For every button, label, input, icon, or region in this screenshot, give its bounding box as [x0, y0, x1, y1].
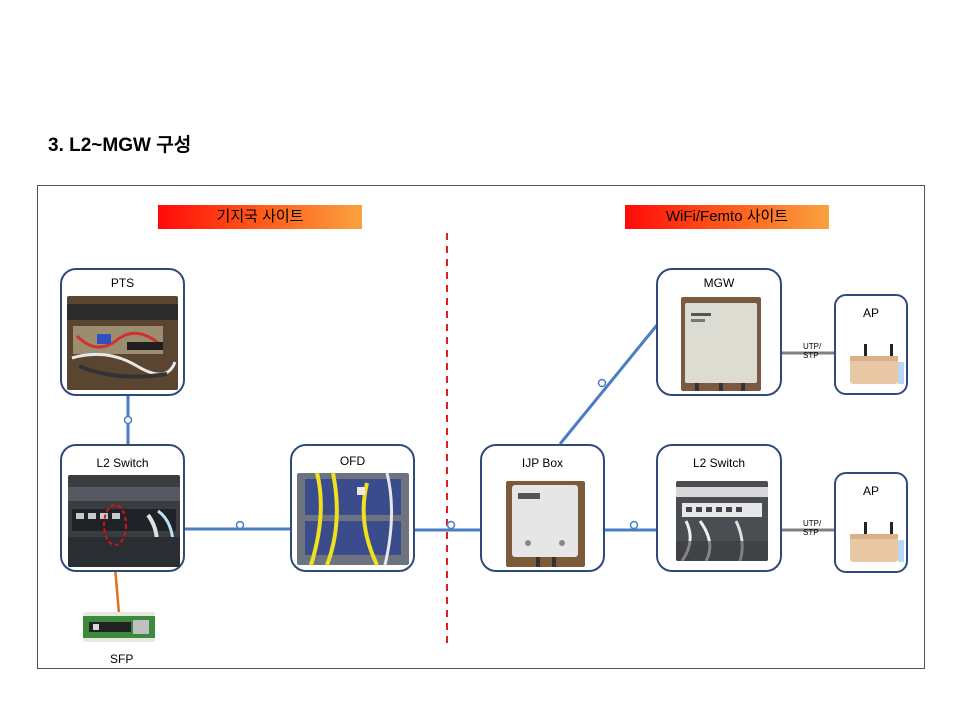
node-l2-switch-right[interactable]: L2 Switch — [656, 444, 782, 572]
l2-switch-right-photo — [676, 481, 768, 561]
banner-wifi-femto-site: WiFi/Femto 사이트 — [625, 205, 829, 229]
l2-switch-left-photo — [68, 475, 180, 567]
banner-base-station-site: 기지국 사이트 — [158, 205, 362, 229]
node-label-ap-bottom: AP — [862, 484, 879, 498]
node-l2-switch-left[interactable]: L2 Switch — [60, 444, 185, 572]
link-marker — [235, 520, 245, 530]
node-label-ijp-box: IJP Box — [521, 456, 564, 470]
ap-bottom-photo — [844, 518, 904, 568]
node-label-pts: PTS — [110, 276, 135, 290]
link-marker — [629, 520, 639, 530]
link-marker — [597, 378, 607, 388]
node-pts[interactable]: PTS — [60, 268, 185, 396]
page-title: 3. L2~MGW 구성 — [48, 135, 192, 156]
node-label-mgw: MGW — [703, 276, 735, 290]
node-ofd[interactable]: OFD — [290, 444, 415, 572]
ofd-photo — [297, 473, 409, 565]
ijp-box-photo — [506, 481, 585, 567]
node-ijp-box[interactable]: IJP Box — [480, 444, 605, 572]
sfp-photo — [83, 612, 155, 642]
node-label-sfp: SFP — [110, 652, 134, 666]
link-marker — [123, 415, 133, 425]
cable-label-utp-bottom: UTP/ STP — [803, 519, 822, 537]
mgw-photo — [681, 297, 761, 391]
ap-top-photo — [844, 340, 904, 390]
node-label-l2-switch-left: L2 Switch — [96, 456, 149, 470]
node-label-ap-top: AP — [862, 306, 879, 320]
node-label-ofd: OFD — [339, 454, 366, 468]
pts-photo — [67, 296, 178, 390]
link-marker — [446, 520, 456, 530]
node-label-l2-switch-right: L2 Switch — [692, 456, 746, 470]
node-ap-top[interactable]: AP — [834, 294, 908, 395]
diagram-frame — [37, 185, 925, 669]
node-mgw[interactable]: MGW — [656, 268, 782, 396]
node-ap-bottom[interactable]: AP — [834, 472, 908, 573]
link-ijp-mgw — [558, 324, 659, 445]
cable-label-utp-top: UTP/ STP — [803, 342, 822, 360]
